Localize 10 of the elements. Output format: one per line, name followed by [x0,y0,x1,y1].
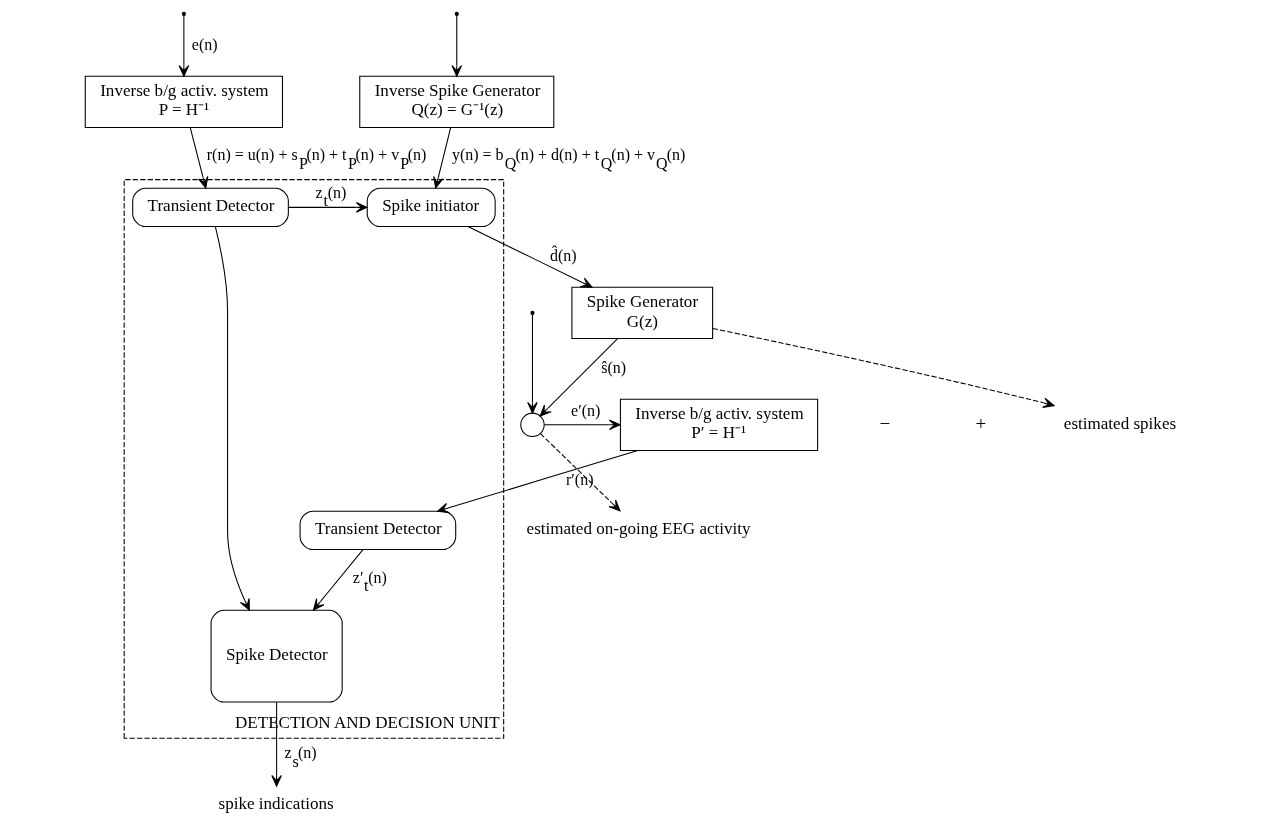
edge-label: e′(n) [571,402,601,420]
edge-label: d̂(n) [550,246,577,264]
edge-label: e(n) [191,35,218,53]
label: − [879,412,891,434]
edge-label: ŝ(n) [601,358,627,376]
node-text: estimated spikes [1063,413,1177,433]
edge-label: r′(n) [566,470,594,488]
node-text: estimated on-going EEG activity [526,519,751,539]
node-text: spike indications [218,794,334,814]
label: + [975,412,987,434]
